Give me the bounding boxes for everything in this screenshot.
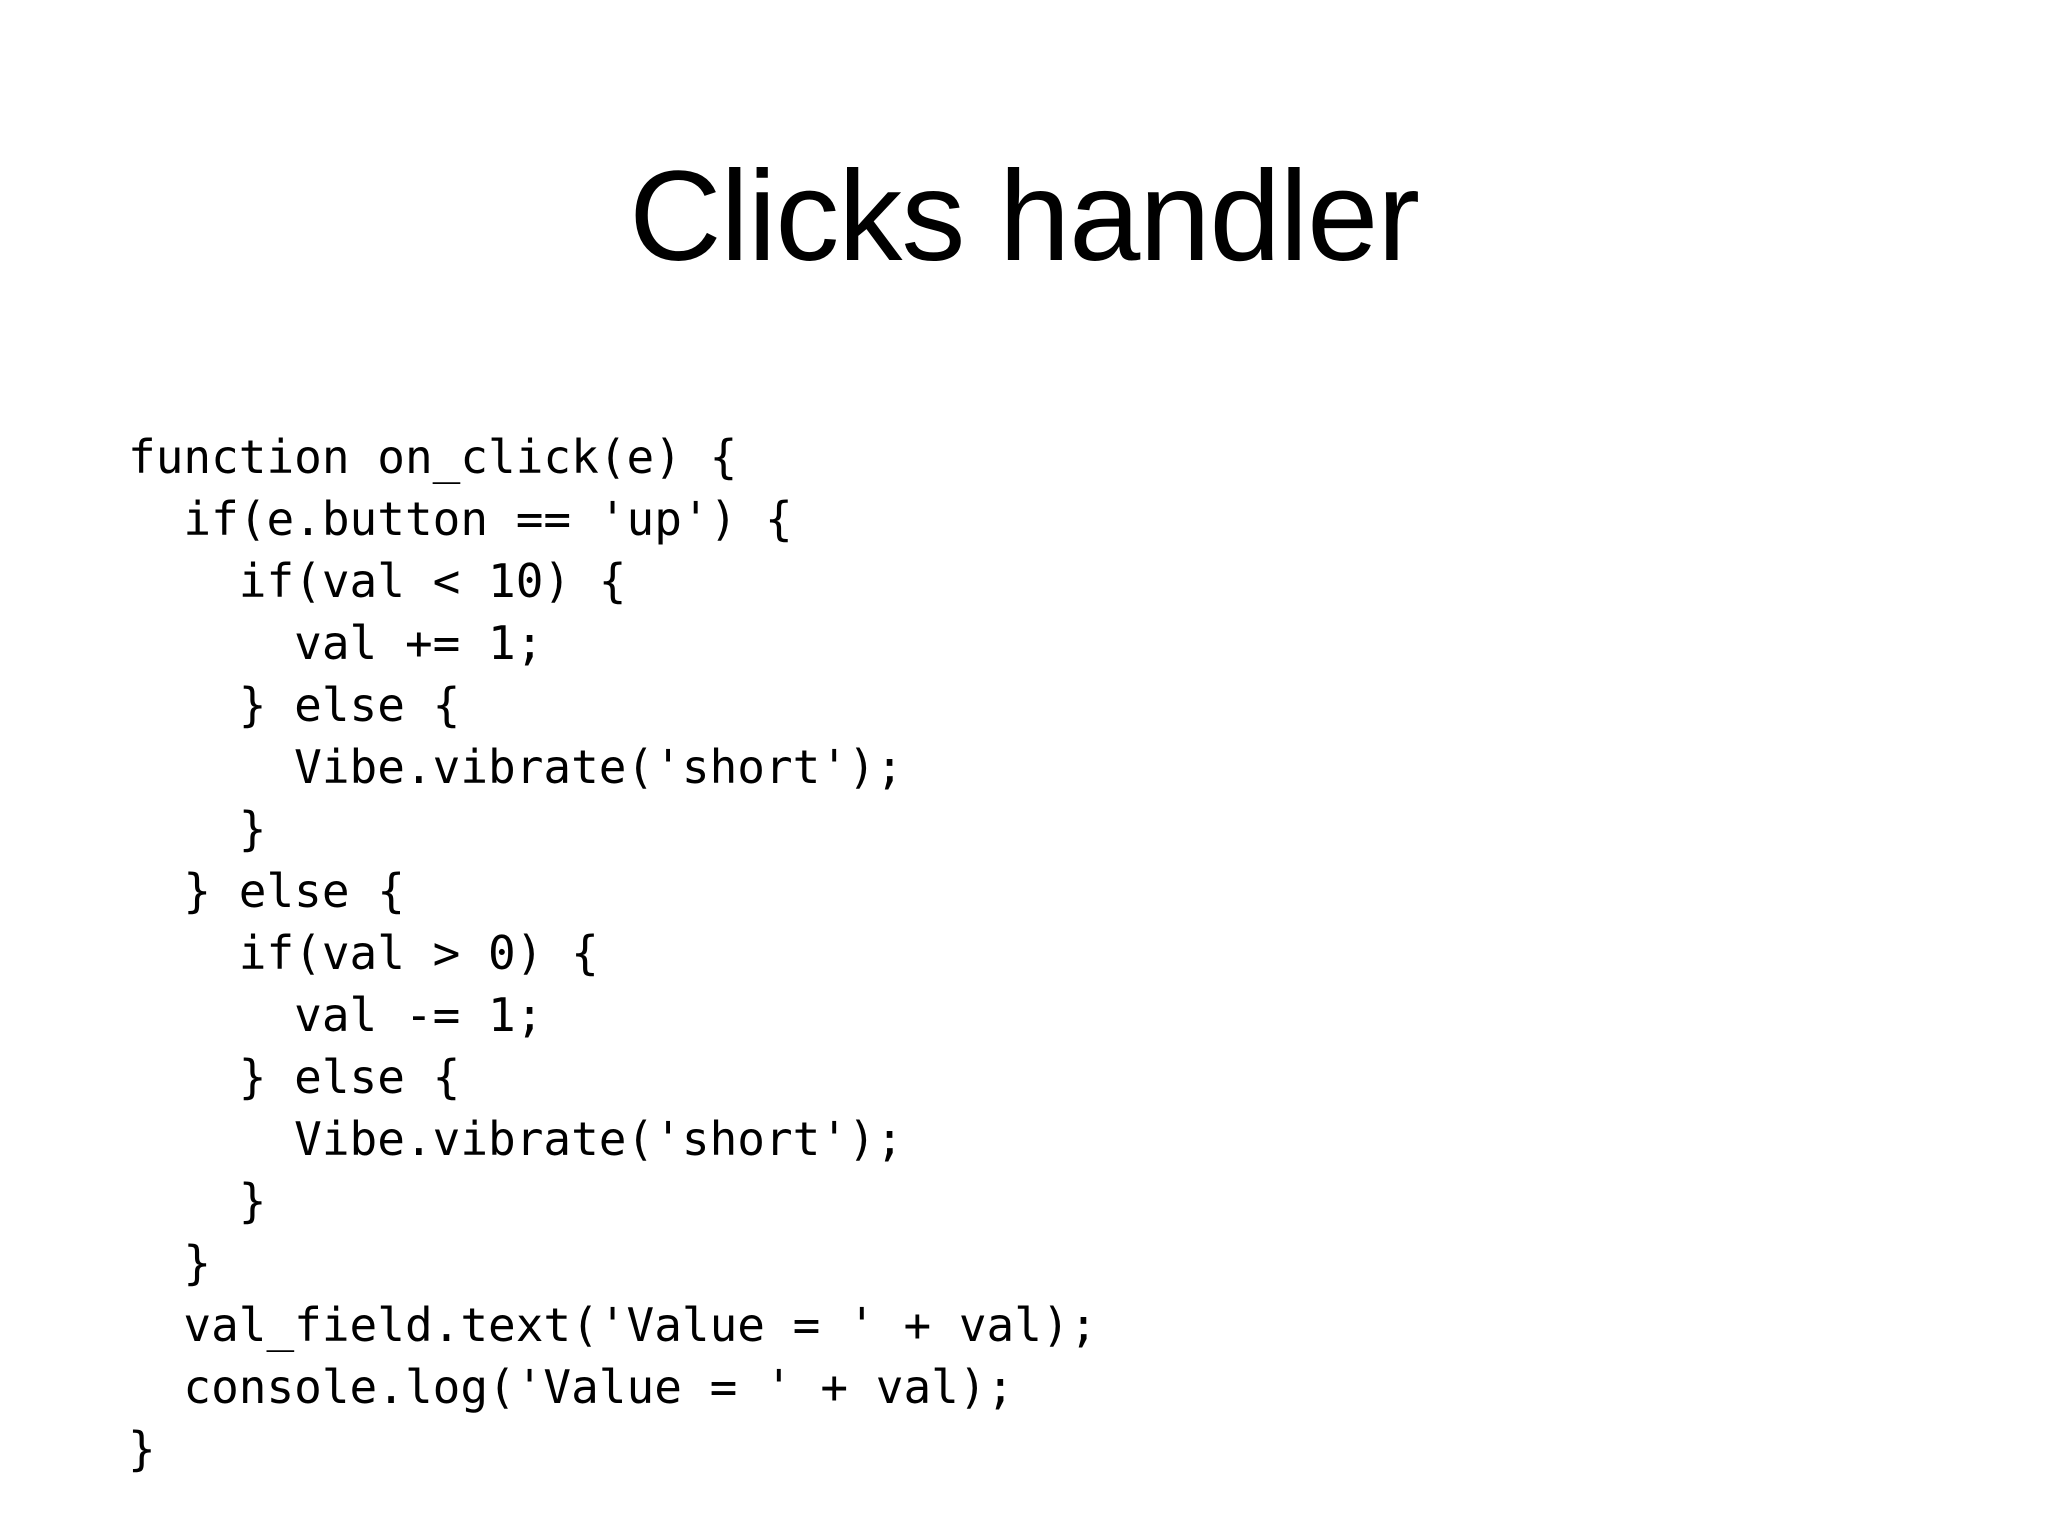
code-line: } xyxy=(128,802,267,856)
code-line: console.log('Value = ' + val); xyxy=(128,1360,1015,1414)
code-line: } xyxy=(128,1422,156,1476)
code-line: if(e.button == 'up') { xyxy=(128,492,793,546)
code-line: function on_click(e) { xyxy=(128,430,738,484)
code-line: val_field.text('Value = ' + val); xyxy=(128,1298,1098,1352)
code-line: } xyxy=(128,1174,267,1228)
code-line: } else { xyxy=(128,678,461,732)
code-line: val += 1; xyxy=(128,616,544,670)
code-line: Vibe.vibrate('short'); xyxy=(128,1112,904,1166)
code-line: val -= 1; xyxy=(128,988,544,1042)
code-line: } else { xyxy=(128,1050,461,1104)
page-title: Clicks handler xyxy=(629,145,1420,288)
code-line: if(val > 0) { xyxy=(128,926,599,980)
code-line: if(val < 10) { xyxy=(128,554,627,608)
code-line: } xyxy=(128,1236,212,1290)
code-block: function on_click(e) { if(e.button == 'u… xyxy=(128,426,1928,1480)
code-line: Vibe.vibrate('short'); xyxy=(128,740,904,794)
code-line: } else { xyxy=(128,864,405,918)
